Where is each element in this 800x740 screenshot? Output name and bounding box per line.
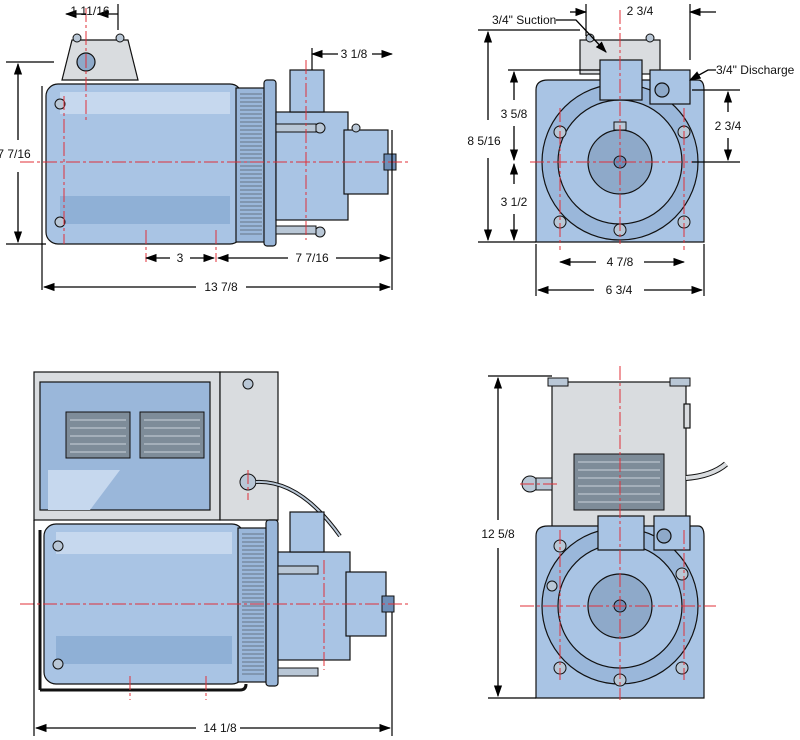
label-top-right-bolt: 4 7/8	[607, 255, 634, 269]
label-discharge: 3/4" Discharge	[716, 63, 795, 77]
top-left-side-view: 1 11/16 7 7/16 3 1/8 3 7 7/16 13 7/8	[0, 4, 408, 294]
label-top-left-outlet: 3 1/8	[341, 47, 368, 61]
label-bottom-left-length: 14 1/8	[203, 721, 237, 735]
vent-grille-left	[65, 411, 131, 459]
discharge-port	[289, 69, 325, 113]
vent-grille-right	[139, 411, 205, 459]
vent-grille	[573, 453, 665, 511]
bolt-icon	[54, 98, 66, 110]
label-top-right-top: 2 3/4	[627, 4, 654, 18]
motor-end-bell	[235, 87, 267, 243]
label-top-right-side: 2 3/4	[715, 119, 742, 133]
box-screw-icon	[72, 33, 82, 43]
label-top-right-height: 8 5/16	[467, 134, 501, 148]
discharge-port	[289, 511, 325, 553]
bottom-right-end-view: 12 5/8	[481, 366, 728, 700]
bolt-icon	[54, 216, 66, 228]
label-top-left-base-a: 3	[177, 251, 184, 265]
label-top-right-lower: 3 1/2	[501, 195, 528, 209]
label-top-right-upper: 3 5/8	[501, 107, 528, 121]
base-frame	[40, 683, 248, 692]
label-suction: 3/4" Suction	[492, 13, 556, 27]
label-top-left-width: 1 11/16	[70, 4, 109, 18]
bottom-left-side-view: 14 1/8	[20, 371, 408, 736]
label-bottom-right-height: 12 5/8	[481, 527, 515, 541]
label-top-right-width: 6 3/4	[606, 283, 633, 297]
top-right-end-view: 3/4" Suction 3/4" Discharge 2 3/4 8 5/16…	[467, 4, 795, 297]
label-top-left-base-b: 7 7/16	[295, 251, 329, 265]
box-screw-icon	[115, 33, 125, 43]
label-top-left-length: 13 7/8	[204, 280, 238, 294]
conduit-box	[61, 39, 139, 81]
bolt-icon	[351, 123, 361, 133]
suction-port	[599, 59, 643, 101]
label-top-left-height: 7 7/16	[0, 147, 31, 161]
